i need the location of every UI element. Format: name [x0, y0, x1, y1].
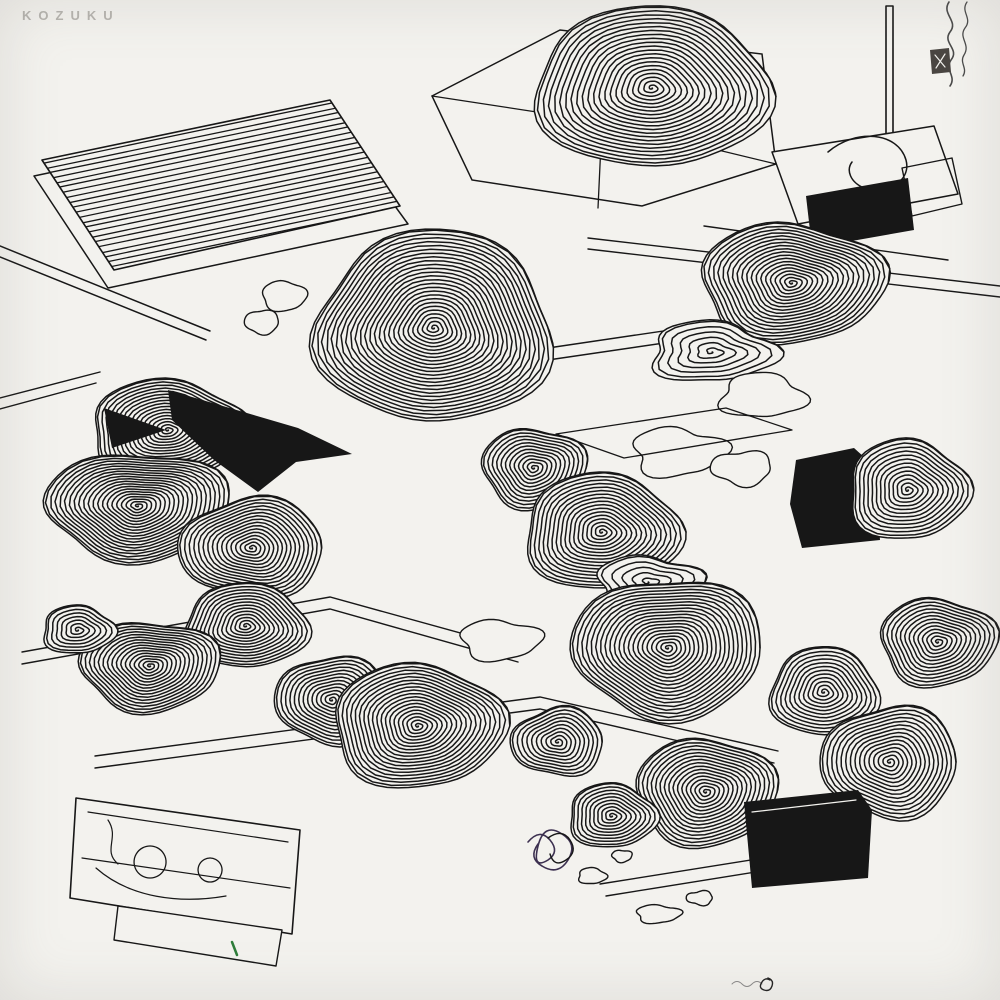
calligraphy-stroke-1 — [946, 1, 955, 87]
pebble-1 — [635, 903, 684, 925]
spiral-left-3 — [179, 495, 323, 597]
top-egg-spiral — [536, 6, 777, 164]
black-triangle — [104, 408, 166, 448]
tray-black-slab — [806, 178, 914, 248]
mid-tray-outline — [555, 407, 793, 459]
stone-2 — [632, 425, 734, 480]
spiral-bottom-2 — [79, 622, 222, 714]
spiral-center-small — [482, 428, 589, 509]
spiral-right-mid — [854, 438, 975, 537]
artist-seal-mark — [759, 977, 774, 992]
spiral-bottom-3 — [45, 604, 119, 652]
stone-5 — [578, 866, 609, 885]
spiral-bottom-11 — [572, 782, 661, 846]
seal-glyph — [934, 53, 946, 69]
machine-body — [69, 797, 301, 935]
ink-scribble-black — [547, 832, 574, 864]
spiral-center-large — [311, 229, 555, 419]
calligraphy-stroke-2 — [961, 1, 969, 77]
artist-script-mark — [731, 981, 763, 987]
pebble-2 — [685, 889, 713, 907]
left-edge-lines — [0, 371, 101, 410]
tray-swoosh — [827, 135, 908, 191]
artist-title: KOZUKU — [22, 8, 120, 23]
left-rod — [0, 245, 211, 341]
black-arrow — [168, 390, 352, 492]
plateau-right — [657, 320, 785, 378]
machine-drawer — [113, 905, 283, 967]
green-mark — [230, 940, 239, 957]
spiral-bottom-8 — [770, 646, 880, 733]
egg-1 — [261, 279, 309, 313]
spiral-bottom-1 — [185, 582, 312, 666]
spiral-left-2 — [44, 455, 230, 564]
spiral-bottom-5 — [337, 663, 511, 787]
black-cube — [744, 790, 872, 888]
stone-1 — [717, 371, 812, 418]
machine-dial-1 — [133, 845, 167, 879]
ink-scribble-purple — [527, 829, 573, 871]
spiral-bottom-9 — [637, 738, 780, 847]
spiral-right-edge — [882, 597, 1000, 686]
machine-curves — [95, 819, 227, 900]
stone-6 — [610, 849, 633, 864]
spiral-right-upper — [703, 222, 891, 344]
egg-2 — [243, 309, 279, 336]
stone-3 — [709, 449, 771, 489]
spiral-bottom-7 — [511, 705, 603, 775]
cube-edge-highlight — [751, 799, 857, 813]
spiral-bottom-10 — [821, 705, 957, 819]
machine-top-line — [87, 811, 289, 843]
machine-dial-2 — [197, 857, 223, 883]
spiral-bottom-6 — [571, 582, 761, 722]
stone-4 — [459, 618, 546, 663]
